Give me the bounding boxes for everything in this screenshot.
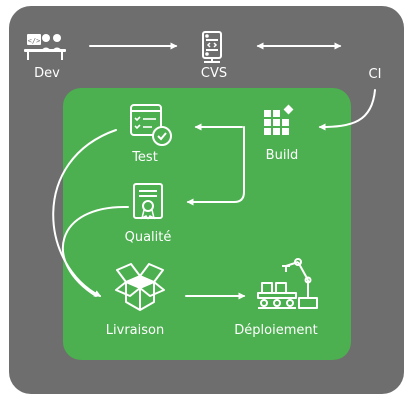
server-rack-icon — [202, 31, 222, 63]
svg-text:</>: </> — [28, 37, 41, 45]
inner-panel — [63, 88, 351, 360]
robotic-arm-conveyor-icon — [257, 258, 318, 309]
building-blocks-icon — [264, 104, 294, 135]
certificate-icon — [133, 183, 163, 220]
developers-at-desk-icon: </> — [24, 34, 66, 60]
arrow-qualite-to-livraison — [61, 205, 129, 297]
node-label-test: Test — [132, 150, 158, 165]
arrow-test-to-livraison — [52, 129, 117, 297]
arrow-build-to-qualite — [186, 126, 245, 206]
node-label-ci: CI — [368, 67, 382, 82]
node-label-cvs: CVS — [200, 66, 228, 81]
node-label-deploiement: Déploiement — [234, 323, 318, 338]
arrow-ci-to-build — [318, 89, 376, 131]
node-label-dev: Dev — [34, 66, 60, 81]
open-box-icon — [115, 263, 165, 311]
node-label-build: Build — [265, 148, 299, 163]
checklist-icon — [130, 104, 172, 146]
node-label-qualite: Qualité — [124, 230, 172, 245]
node-label-livraison: Livraison — [105, 323, 165, 338]
